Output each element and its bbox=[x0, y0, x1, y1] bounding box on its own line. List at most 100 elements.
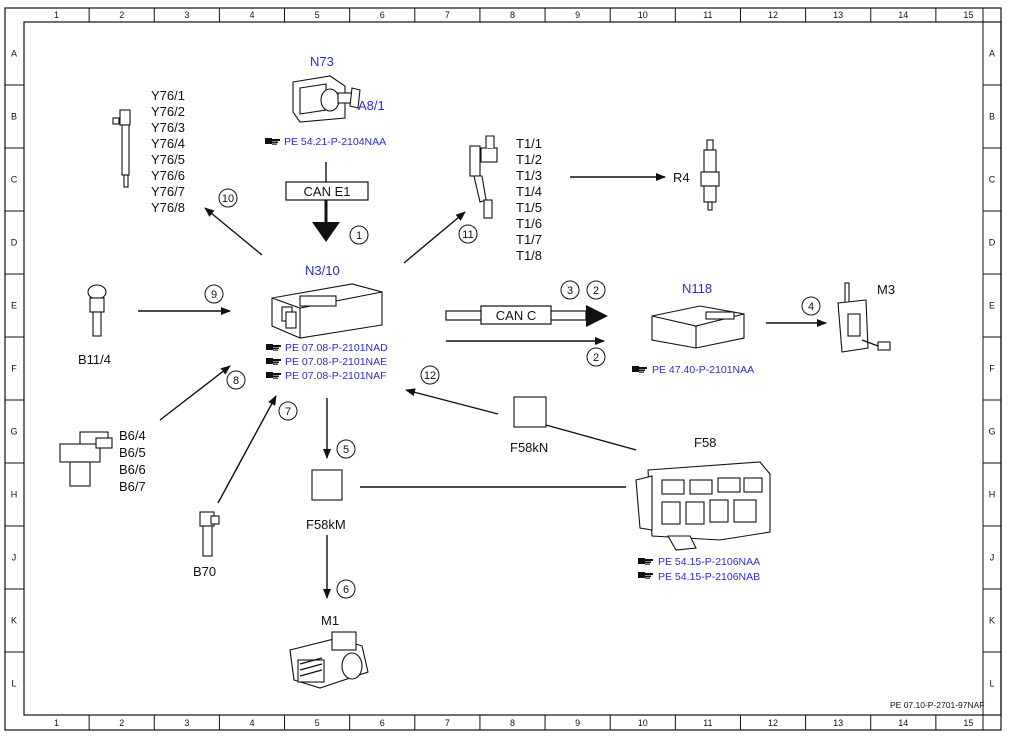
svg-text:Y76/7: Y76/7 bbox=[151, 184, 185, 199]
grid-row-label: L bbox=[989, 679, 994, 689]
n118-label: N118 bbox=[682, 281, 712, 296]
grid-row-label: H bbox=[989, 490, 996, 500]
svg-text:PE 54.15-P-2106NAA: PE 54.15-P-2106NAA bbox=[658, 556, 760, 568]
coolant-temperature-sensor-icon bbox=[87, 284, 107, 337]
grid-column-label: 14 bbox=[898, 10, 908, 20]
svg-text:T1/6: T1/6 bbox=[516, 216, 542, 231]
b6-labels: B6/4 B6/5 B6/6 B6/7 bbox=[119, 428, 146, 494]
pointing-hand-icon bbox=[638, 572, 653, 579]
svg-text:T1/4: T1/4 bbox=[516, 184, 542, 199]
grid-row-label: D bbox=[989, 238, 996, 248]
can-c-bus-box bbox=[480, 305, 552, 325]
svg-text:Y76/8: Y76/8 bbox=[151, 200, 185, 215]
grid-column-label: 1 bbox=[54, 10, 59, 20]
grid-column-label: 10 bbox=[638, 718, 648, 728]
grid-row-label: E bbox=[11, 301, 17, 311]
n73-reference: PE 54.21-P-2104NAA bbox=[284, 136, 386, 148]
camshaft-sensor-icon bbox=[59, 431, 113, 487]
f58km-label: F58kM bbox=[306, 517, 346, 532]
grid-column-label: 8 bbox=[510, 10, 515, 20]
grid-row-label: D bbox=[11, 238, 18, 248]
svg-text:4: 4 bbox=[808, 301, 814, 313]
grid-column-label: 13 bbox=[833, 10, 843, 20]
signal-2-marker bbox=[586, 280, 606, 300]
fuel-injector-icon bbox=[112, 109, 131, 188]
svg-text:5: 5 bbox=[343, 444, 349, 456]
signal-5-marker bbox=[336, 439, 356, 459]
can-e1-arrow-icon bbox=[312, 222, 340, 242]
svg-text:6: 6 bbox=[343, 584, 349, 596]
svg-text:T1/8: T1/8 bbox=[516, 248, 542, 263]
svg-text:Y76/3: Y76/3 bbox=[151, 120, 185, 135]
ignition-coil-icon bbox=[469, 135, 498, 219]
signal-2-second-marker bbox=[586, 347, 606, 367]
grid-column-label: 12 bbox=[768, 10, 778, 20]
grid-column-label: 14 bbox=[898, 718, 908, 728]
grid-row-label: K bbox=[11, 616, 17, 626]
r4-label: R4 bbox=[673, 170, 690, 185]
b11-4-label: B11/4 bbox=[78, 352, 111, 367]
document-code: PE 07.10-P-2701-97NAF bbox=[890, 700, 985, 710]
ignition-switch-icon bbox=[292, 75, 361, 123]
pointing-hand-icon bbox=[638, 558, 653, 565]
signal-8-marker bbox=[226, 370, 246, 390]
svg-text:T1/7: T1/7 bbox=[516, 232, 542, 247]
svg-text:Y76/2: Y76/2 bbox=[151, 104, 185, 119]
grid-row-label: J bbox=[12, 553, 17, 563]
svg-text:8: 8 bbox=[233, 375, 239, 387]
pointing-hand-icon bbox=[266, 358, 281, 365]
svg-text:B6/7: B6/7 bbox=[119, 479, 146, 494]
svg-text:3: 3 bbox=[567, 285, 573, 297]
n3-10-label: N3/10 bbox=[305, 263, 340, 278]
engine-control-unit-icon bbox=[271, 283, 383, 339]
t1-labels: T1/1 T1/2 T1/3 T1/4 T1/5 T1/6 T1/7 T1/8 bbox=[516, 136, 542, 263]
grid-column-label: 7 bbox=[445, 10, 450, 20]
grid-row-label: F bbox=[11, 364, 17, 374]
crankshaft-sensor-icon bbox=[199, 511, 220, 557]
grid-column-label: 7 bbox=[445, 718, 450, 728]
grid-column-label: 3 bbox=[184, 718, 189, 728]
y76-labels: Y76/1 Y76/2 Y76/3 Y76/4 Y76/5 Y76/6 Y76/… bbox=[151, 88, 185, 215]
f58-references: PE 54.15-P-2106NAA PE 54.15-P-2106NAB bbox=[638, 556, 760, 583]
fuel-pump-control-unit-icon bbox=[651, 305, 745, 349]
grid-row-label: A bbox=[11, 49, 17, 59]
signal-6-marker bbox=[336, 579, 356, 599]
f58-label: F58 bbox=[694, 435, 716, 450]
n73-label: N73 bbox=[310, 54, 334, 69]
grid-row-label: J bbox=[990, 553, 995, 563]
svg-text:7: 7 bbox=[285, 406, 291, 418]
signal-3-marker bbox=[560, 280, 580, 300]
grid-column-label: 1 bbox=[54, 718, 59, 728]
svg-text:12: 12 bbox=[424, 370, 436, 382]
signal-4-marker bbox=[801, 296, 821, 316]
grid-column-label: 2 bbox=[119, 10, 124, 20]
grid-column-label: 5 bbox=[315, 718, 320, 728]
can-c-arrow-icon bbox=[586, 305, 608, 327]
svg-text:Y76/4: Y76/4 bbox=[151, 136, 185, 151]
grid-column-label: 12 bbox=[768, 718, 778, 728]
fuel-pump-icon bbox=[837, 282, 891, 353]
svg-text:B6/4: B6/4 bbox=[119, 428, 146, 443]
signal-12-marker bbox=[420, 365, 440, 385]
signal-10-marker bbox=[218, 188, 238, 208]
svg-text:T1/1: T1/1 bbox=[516, 136, 542, 151]
pointing-hand-icon bbox=[632, 366, 647, 373]
grid-row-label: B bbox=[11, 112, 17, 122]
m1-label: M1 bbox=[321, 613, 339, 628]
pointing-hand-icon bbox=[266, 344, 281, 351]
grid-row-label: C bbox=[989, 175, 996, 185]
grid-column-label: 9 bbox=[575, 10, 580, 20]
grid-row-label: K bbox=[989, 616, 995, 626]
pointing-hand-icon bbox=[265, 138, 280, 145]
grid-row-label: G bbox=[10, 427, 17, 437]
grid-column-label: 8 bbox=[510, 718, 515, 728]
grid-row-label: H bbox=[11, 490, 18, 500]
signal-9-marker bbox=[204, 284, 224, 304]
grid-column-label: 10 bbox=[638, 10, 648, 20]
svg-text:11: 11 bbox=[462, 229, 473, 241]
can-c-label: CAN C bbox=[496, 308, 536, 323]
f58kn-relay-icon bbox=[513, 396, 547, 428]
grid-row-label: F bbox=[989, 364, 995, 374]
grid-column-label: 5 bbox=[315, 10, 320, 20]
